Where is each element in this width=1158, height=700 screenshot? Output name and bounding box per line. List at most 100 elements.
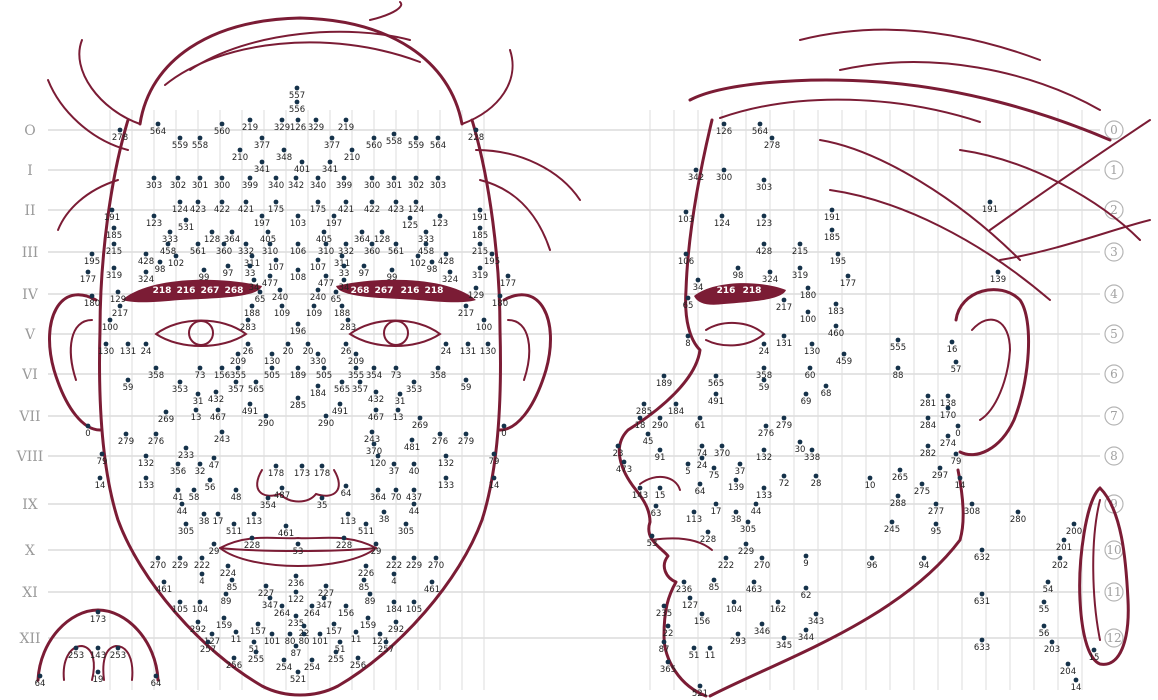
acupoint-dot xyxy=(753,501,759,507)
acupoint: 227 xyxy=(258,583,274,599)
acupoint-number: 44 xyxy=(409,507,420,517)
acupoint-dot xyxy=(343,603,349,609)
acupoint-dot xyxy=(413,135,419,141)
acupoint-number: 284 xyxy=(920,421,936,431)
inset-nostril-left xyxy=(62,644,95,681)
acupoint-number: 559 xyxy=(172,141,188,151)
acupoint: 29 xyxy=(209,541,219,557)
acupoint-number: 22 xyxy=(663,629,674,639)
acupoint-number: 364 xyxy=(354,235,370,245)
acupoint-dot xyxy=(247,117,253,123)
acupoint: 185 xyxy=(472,225,488,241)
acupoint: 177 xyxy=(840,273,856,289)
acupoint-number: 364 xyxy=(224,235,240,245)
acupoint: 105 xyxy=(406,599,422,615)
acupoint: 253 xyxy=(110,645,126,661)
acupoint-dot xyxy=(299,159,305,165)
acupoint: 222 xyxy=(386,555,402,571)
acupoint-number: 125 xyxy=(402,221,418,231)
acupoint-dot xyxy=(665,659,671,665)
acupoint-number: 5 xyxy=(685,467,690,477)
acupoint-dot xyxy=(199,555,205,561)
front-hair-wave-2 xyxy=(189,30,411,71)
acupoint: 558 xyxy=(192,135,208,151)
acupoint: 17 xyxy=(711,501,721,517)
acupoint-number: 565 xyxy=(248,385,264,395)
acupoint-number: 399 xyxy=(336,181,352,191)
acupoint: 133 xyxy=(138,475,154,491)
acupoint: 31 xyxy=(193,391,203,407)
acupoint: 256 xyxy=(226,655,242,671)
acupoint-number: 188 xyxy=(244,309,260,319)
acupoint-dot xyxy=(719,213,725,219)
acupoint-dot xyxy=(713,391,719,397)
acupoint-dot xyxy=(895,365,901,371)
acupoint-dot xyxy=(295,267,301,273)
acupoint-dot xyxy=(331,213,337,219)
acupoint: 345 xyxy=(776,635,792,651)
acupoint-number: 124 xyxy=(172,205,188,215)
acupoint: 253 xyxy=(68,645,84,661)
acupoint-dot xyxy=(267,241,273,247)
acupoint: 69 xyxy=(801,391,811,407)
acupoint: 405 xyxy=(316,229,332,245)
acupoint-number: 256 xyxy=(226,661,242,671)
acupoint-dot xyxy=(691,645,697,651)
acupoint: 195 xyxy=(84,251,100,267)
acupoint-dot xyxy=(111,265,117,271)
acupoint: 184 xyxy=(310,383,326,399)
acupoint-dot xyxy=(925,415,931,421)
row-number-circle xyxy=(1104,628,1124,648)
acupoint: 292 xyxy=(388,619,404,635)
acupoint-dot xyxy=(423,241,429,247)
acupoint-dot xyxy=(237,147,243,153)
acupoint-dot xyxy=(979,547,985,553)
acupoint-number: 341 xyxy=(254,165,270,175)
acupoint: 53 xyxy=(293,541,303,557)
acupoint: 106 xyxy=(290,241,306,257)
acupoint-number: 64 xyxy=(151,679,162,689)
row-number-circle xyxy=(1104,364,1124,384)
acupoint-number: 210 xyxy=(344,153,360,163)
acupoint-dot xyxy=(281,657,287,663)
acupoint-dot xyxy=(315,287,321,293)
acupoint: 24 xyxy=(141,341,151,357)
acupoint-number: 405 xyxy=(260,235,276,245)
acupoint-dot xyxy=(637,415,643,421)
acupoint: 94 xyxy=(919,555,929,571)
acupoint: 197 xyxy=(254,213,270,229)
acupoint-number: 37 xyxy=(389,467,400,477)
acupoint-dot xyxy=(411,555,417,561)
acupoint-number: 99 xyxy=(199,273,210,283)
acupoint: 227 xyxy=(318,583,334,599)
acupoint-number: 560 xyxy=(214,127,230,137)
acupoint-number: 203 xyxy=(1044,645,1060,655)
acupoint-dot xyxy=(365,615,371,621)
acupoint-dot xyxy=(333,649,339,655)
row-label-arabic: 6 xyxy=(1110,367,1118,381)
acupoint: 44 xyxy=(751,501,761,517)
acupoint: 343 xyxy=(808,611,824,627)
acupoint-number: 561 xyxy=(388,247,404,257)
acupoint-number: 333 xyxy=(162,235,178,245)
acupoint-dot xyxy=(489,251,495,257)
row-label-roman: V xyxy=(24,327,36,343)
side-hair-top xyxy=(688,78,1112,142)
acupoint: 229 xyxy=(738,541,754,557)
acupoint-number: 107 xyxy=(268,263,284,273)
acupoint-number: 24 xyxy=(441,347,452,357)
acupoint-dot xyxy=(183,521,189,527)
acupoint-dot xyxy=(369,429,375,435)
acupoint: 170 xyxy=(940,405,956,421)
acupoint: 59 xyxy=(461,377,471,393)
acupoint-dot xyxy=(177,555,183,561)
acupoint-dot xyxy=(89,293,95,299)
acupoint-dot xyxy=(797,439,803,445)
acupoint-number: 477 xyxy=(318,279,334,289)
acupoint: 143 xyxy=(632,485,648,501)
acupoint-number: 133 xyxy=(138,481,154,491)
acupoint: 79 xyxy=(97,451,107,467)
acupoint: 14 xyxy=(95,475,105,491)
acupoint-dot xyxy=(465,341,471,347)
acupoint-dot xyxy=(895,493,901,499)
